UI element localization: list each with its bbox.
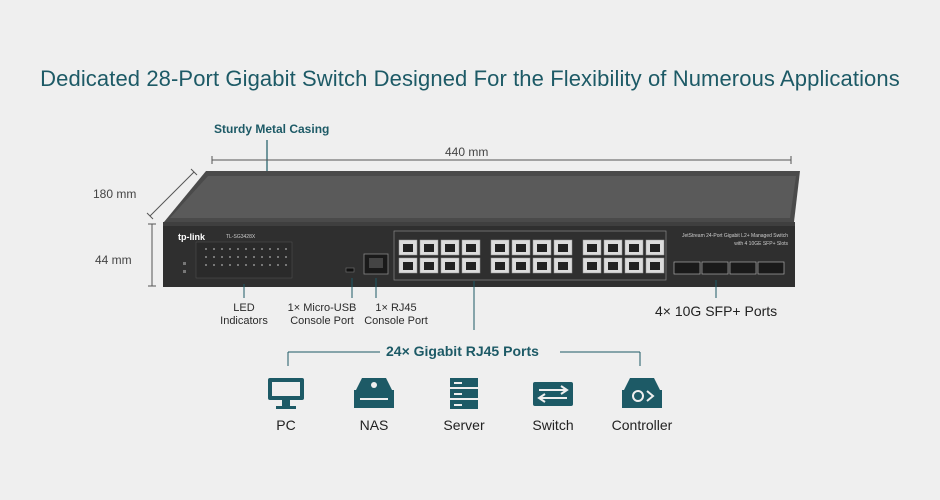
pc-icon [264, 376, 308, 412]
sfp-ports-label: 4× 10G SFP+ Ports [655, 303, 778, 319]
rj45-console-label: 1× RJ45 Console Port [364, 302, 428, 327]
server-icon [442, 376, 486, 412]
app-label-controller: Controller [611, 417, 673, 433]
gigabit-ports-label: 24× Gigabit RJ45 Ports [386, 343, 539, 359]
led-indicators-label: LED Indicators [220, 302, 268, 327]
controller-icon [620, 376, 664, 412]
switch-icon [531, 376, 575, 412]
micro-usb-console-label: 1× Micro-USB Console Port [287, 302, 357, 327]
brand-logo: tp-link [178, 232, 205, 242]
casing-label: Sturdy Metal Casing [214, 122, 330, 136]
height-label: 44 mm [95, 253, 132, 267]
depth-label: 180 mm [93, 187, 137, 201]
page-title: Dedicated 28-Port Gigabit Switch Designe… [40, 66, 900, 91]
nas-icon [352, 376, 396, 412]
app-label-nas: NAS [359, 417, 389, 433]
model-label: TL-SG3428X [226, 234, 256, 240]
width-label: 440 mm [445, 145, 489, 159]
device-description: JetStream 24-Port Gigabit L2+ Managed Sw… [681, 233, 788, 247]
app-label-pc: PC [276, 417, 296, 433]
app-label-server: Server [443, 417, 485, 433]
app-label-switch: Switch [532, 417, 574, 433]
